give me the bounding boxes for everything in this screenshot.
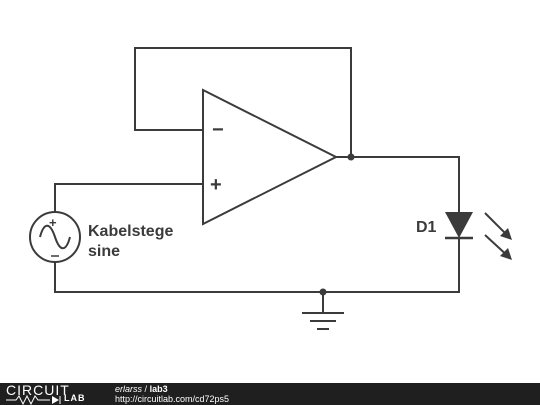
source-circle [29,211,81,263]
source-label-line2: sine [88,243,120,260]
breadcrumb-separator: / [144,384,148,394]
output-wire [336,156,460,212]
sine-wave-icon [39,224,71,250]
logo-text-lab: LAB [64,393,86,403]
schematic-diagram: − + + Kabelstege sine D1 [29,47,512,330]
diode-return-wire [54,238,460,293]
opamp-inverting-sign: − [212,119,224,141]
logo-text-circuit: CIRCUIT [6,382,70,398]
opamp-noninverting-sign: + [210,174,222,196]
circuit-breadcrumb: erlarss / lab3 [115,384,229,394]
circuit-meta: erlarss / lab3 http://circuitlab.com/cd7… [115,384,229,404]
light-arrowhead-1 [500,228,512,240]
circuit-url[interactable]: http://circuitlab.com/cd72ps5 [115,394,230,404]
sine-source: + [29,211,81,263]
ground-symbol [302,312,344,330]
diode-triangle [445,212,473,238]
circuitlab-logo[interactable]: CIRCUIT LAB [6,382,100,405]
input-wire [54,183,203,212]
diode-label: D1 [416,219,437,236]
source-label-line1: Kabelstege [88,223,173,240]
source-plus-sign: + [49,215,57,230]
light-arrowhead-2 [500,248,512,260]
opamp-triangle [202,88,339,226]
project-link[interactable]: lab3 [149,384,168,394]
author-link[interactable]: erlarss [115,384,143,394]
opamp: − + [202,88,339,226]
output-junction-dot [347,153,355,161]
feedback-wire [134,47,352,157]
logo-resistor-icon [6,395,61,405]
footer-bar: CIRCUIT LAB erlarss / lab3 http://circui… [0,382,540,405]
ground-junction-dot [319,288,327,296]
led-diode [445,212,512,260]
